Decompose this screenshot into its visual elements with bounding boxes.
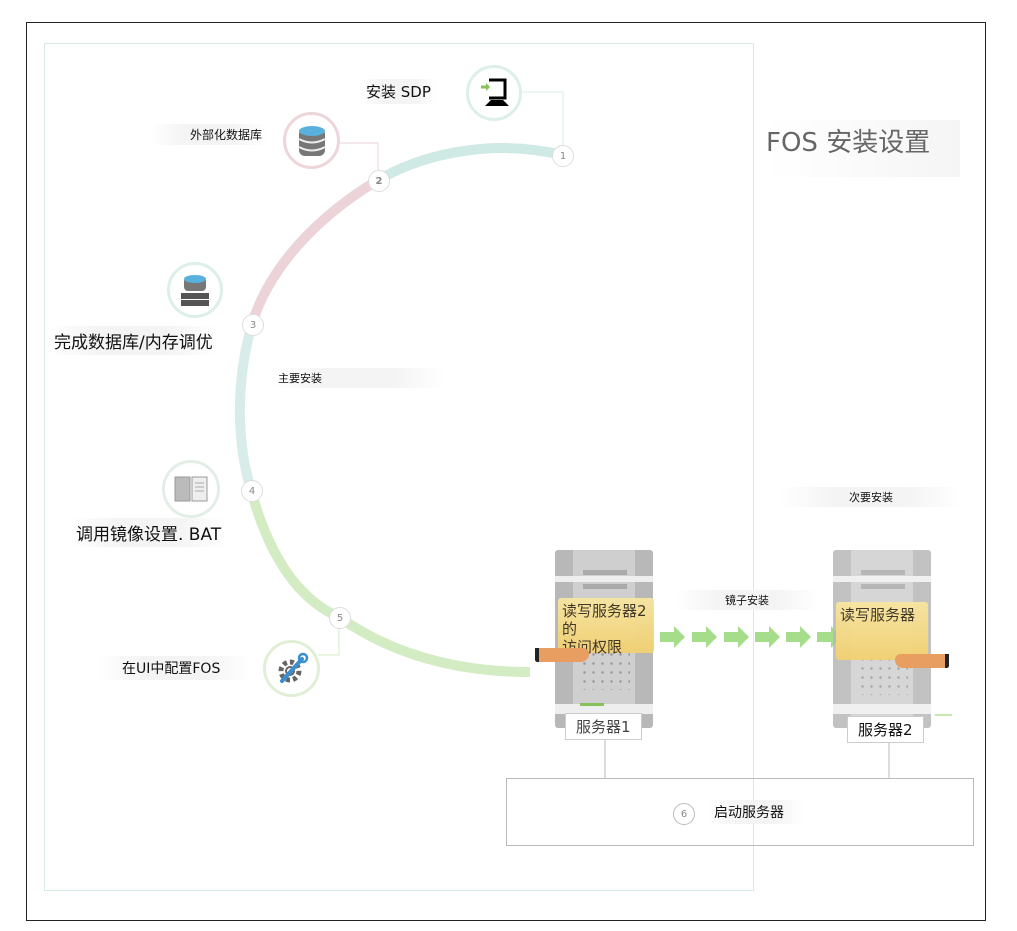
step-3-number: 3 bbox=[242, 314, 264, 336]
secondary-install-label: 次要安装 bbox=[780, 487, 962, 507]
arc-segment-2-3 bbox=[247, 175, 381, 326]
gear-wrench-icon bbox=[278, 652, 308, 683]
arrow-icon bbox=[786, 626, 811, 648]
arc-segment-3-4 bbox=[234, 322, 257, 492]
step-4-icon-ring bbox=[162, 460, 220, 518]
step-5-number: 5 bbox=[329, 607, 351, 629]
step-2-label: 外部化数据库 bbox=[150, 124, 269, 145]
outer-frame bbox=[26, 22, 986, 921]
arrow-icon bbox=[724, 626, 749, 648]
monitor-icon bbox=[481, 78, 509, 106]
start-servers-box bbox=[506, 778, 974, 846]
hand-icon bbox=[535, 648, 589, 662]
step-2-number: 2 bbox=[368, 170, 390, 192]
step-5-icon-ring bbox=[263, 640, 320, 697]
led-arrow-icon bbox=[580, 703, 604, 706]
server-1-folder-line1: 读写服务器2的 bbox=[562, 602, 647, 638]
connector-5 bbox=[318, 625, 340, 656]
step-4-number: 4 bbox=[241, 480, 263, 502]
page-title: FOS 安装设置 bbox=[766, 120, 961, 177]
step-1-icon-ring bbox=[466, 65, 522, 121]
step-1-label: 安装 SDP bbox=[360, 79, 437, 104]
connector-2 bbox=[340, 142, 379, 175]
main-install-panel bbox=[44, 43, 754, 891]
step-1-number: 1 bbox=[552, 145, 574, 167]
database-icon bbox=[298, 125, 325, 156]
main-install-label: 主要安装 bbox=[272, 368, 444, 388]
step-4-label: 调用镜像设置. BAT bbox=[70, 518, 228, 547]
step-3-label: 完成数据库/内存调优 bbox=[48, 326, 219, 355]
database-server-icon bbox=[181, 275, 209, 306]
arrow-icon bbox=[692, 626, 717, 648]
arrow-icon bbox=[660, 626, 685, 648]
step-2-icon-ring bbox=[283, 112, 340, 169]
connector-1 bbox=[520, 91, 564, 150]
mirror-arrows bbox=[660, 626, 842, 648]
server-2-label: 服务器2 bbox=[847, 716, 924, 743]
server-1-label: 服务器1 bbox=[565, 713, 642, 740]
step-5-label: 在UI中配置FOS bbox=[98, 656, 251, 680]
step-6-number: 6 bbox=[673, 803, 695, 825]
step-3-icon-ring bbox=[167, 262, 223, 318]
server-1-folder: 读写服务器2的 访问权限 bbox=[558, 598, 654, 656]
hand-icon bbox=[895, 654, 949, 668]
step-6-label: 启动服务器 bbox=[708, 800, 804, 824]
arrow-icon bbox=[755, 626, 780, 648]
mirror-install-label: 镜子安装 bbox=[676, 590, 818, 610]
server-2-folder: 读写服务器 bbox=[836, 602, 928, 660]
documents-icon bbox=[174, 476, 208, 502]
arc-segment-1-2 bbox=[373, 143, 567, 185]
server-2-folder-text: 读写服务器 bbox=[840, 606, 916, 624]
